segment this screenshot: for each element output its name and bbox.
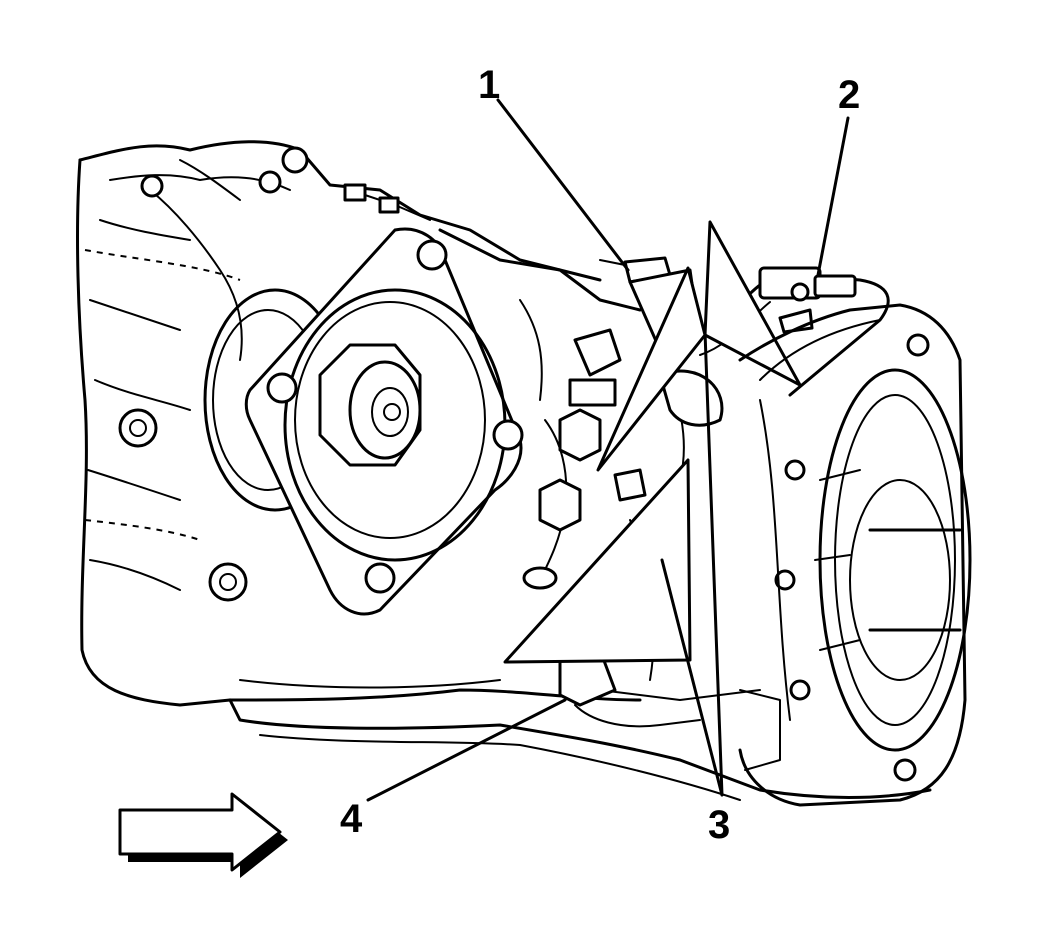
leader-lines — [366, 98, 850, 802]
output-flange — [203, 227, 524, 616]
center-body — [228, 183, 932, 801]
leader-line-3a — [703, 330, 724, 797]
leader-line-1 — [496, 98, 630, 272]
view-triangles — [503, 220, 802, 664]
leader-line-3b — [660, 558, 724, 797]
callout-2: 2 — [838, 73, 860, 117]
leader-line-2 — [816, 116, 850, 277]
callout-3: 3 — [708, 803, 730, 847]
arrow-right-icon — [118, 792, 288, 878]
right-housing — [738, 303, 972, 807]
leader-line-4 — [366, 698, 567, 802]
callout-1: 1 — [478, 63, 500, 107]
left-housing — [76, 140, 602, 707]
callout-4: 4 — [340, 797, 363, 841]
